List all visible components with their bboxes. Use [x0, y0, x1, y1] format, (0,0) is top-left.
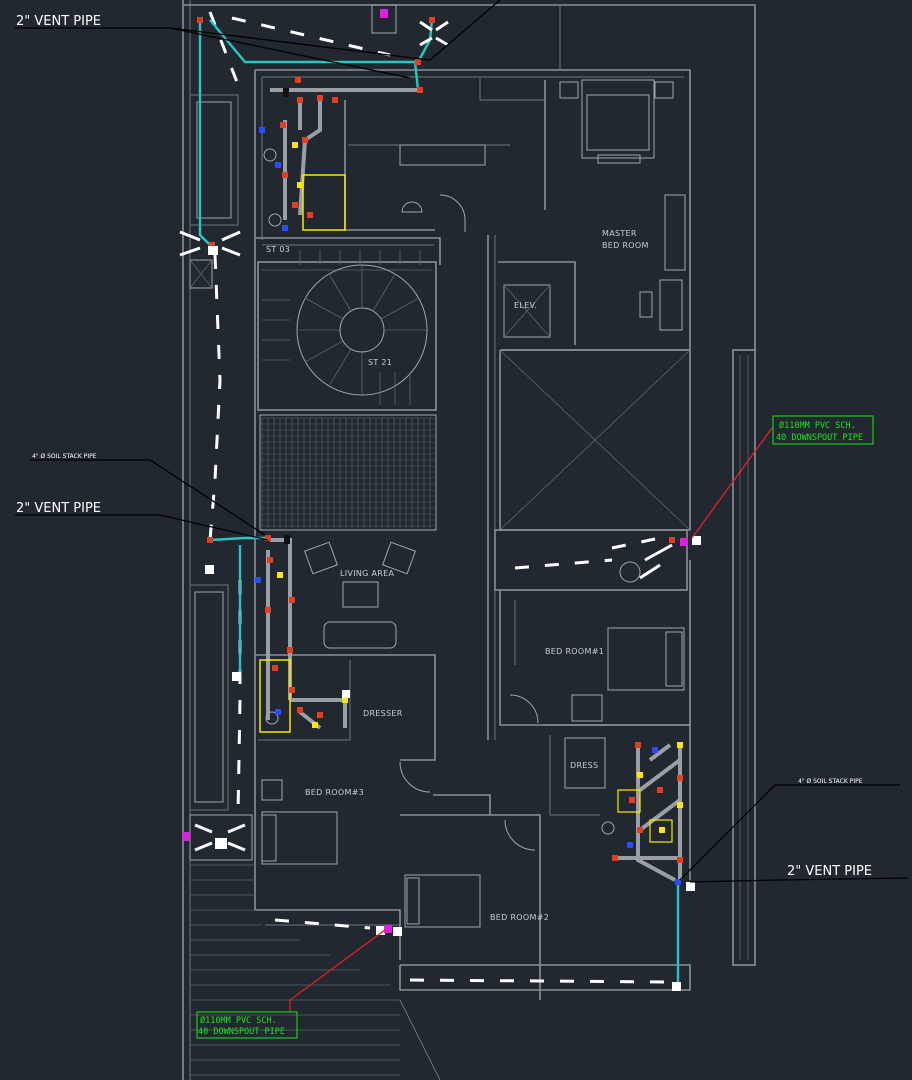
downspout-right-line1: Ø110MM PVC SCH.	[779, 420, 856, 431]
pipe-fittings	[197, 17, 683, 885]
fitting-marker	[332, 97, 338, 103]
leader-lines	[15, 0, 909, 1012]
building-walls	[182, 0, 756, 1080]
fitting-marker	[312, 722, 318, 728]
fitting-marker	[302, 137, 308, 143]
fitting-marker	[652, 747, 658, 753]
furniture	[261, 79, 686, 928]
fitting-marker	[317, 95, 323, 101]
room-label-bedroom2: BED ROOM#2	[490, 913, 549, 922]
fitting-marker	[417, 87, 423, 93]
fitting-marker	[267, 557, 273, 563]
room-label-master-bedroom: BED ROOM	[602, 241, 649, 250]
fitting-marker	[297, 707, 303, 713]
fitting-marker	[292, 142, 298, 148]
fitting-marker	[635, 742, 641, 748]
downspout-right-line2: 40 DOWNSPOUT PIPE	[776, 433, 863, 443]
fitting-marker	[677, 857, 683, 863]
fitting-marker	[675, 879, 681, 885]
fitting-marker	[292, 202, 298, 208]
fitting-marker	[627, 842, 633, 848]
downspout-bottom-line1: Ø110MM PVC SCH.	[200, 1015, 277, 1026]
fitting-marker	[629, 797, 635, 803]
room-label-elev: ELEV.	[514, 301, 537, 310]
fitting-marker	[612, 855, 618, 861]
fitting-marker	[659, 827, 665, 833]
fitting-marker	[265, 607, 271, 613]
room-label-bedroom1: BED ROOM#1	[545, 647, 604, 656]
soil-stack-label-right: 4" Ø SOIL STACK PIPE	[798, 778, 863, 785]
fitting-marker	[415, 59, 421, 65]
vent-pipe-label-top: 2" VENT PIPE	[16, 14, 101, 29]
fitting-marker	[297, 97, 303, 103]
floor-drains	[179, 20, 701, 991]
fitting-marker	[317, 712, 323, 718]
fitting-marker	[677, 742, 683, 748]
fitting-marker	[207, 537, 213, 543]
fitting-marker	[657, 787, 663, 793]
fitting-marker	[277, 572, 283, 578]
fitting-marker	[259, 127, 265, 133]
downspout-note-right: Ø110MM PVC SCH. 40 DOWNSPOUT PIPE	[772, 415, 874, 445]
fitting-marker	[637, 772, 643, 778]
stair-tag-a: ST 03	[266, 245, 290, 254]
vent-pipe-label-mid: 2" VENT PIPE	[16, 501, 101, 516]
stair-hatch-bottom	[190, 864, 400, 1076]
vent-pipe-label-right: 2" VENT PIPE	[787, 864, 872, 879]
fitting-marker	[272, 665, 278, 671]
fitting-marker	[255, 577, 261, 583]
fitting-marker	[289, 687, 295, 693]
downspout-bottom-line2: 40 DOWNSPOUT PIPE	[198, 1027, 285, 1037]
fitting-marker	[275, 709, 281, 715]
fitting-marker	[637, 827, 643, 833]
fitting-marker	[295, 77, 301, 83]
fitting-marker	[282, 225, 288, 231]
room-label-living: LIVING AREA	[340, 569, 394, 578]
fitting-marker	[297, 182, 303, 188]
spiral-staircase	[262, 250, 428, 405]
fitting-marker	[677, 775, 683, 781]
fitting-marker	[275, 162, 281, 168]
fitting-marker	[342, 697, 348, 703]
fitting-marker	[677, 802, 683, 808]
fitting-marker	[265, 535, 271, 541]
doors	[399, 194, 539, 851]
fitting-marker	[197, 17, 203, 23]
room-label-master: MASTER	[602, 229, 637, 238]
soil-pipes	[266, 88, 682, 882]
room-label-bedroom3: BED ROOM#3	[305, 788, 364, 797]
fitting-marker	[280, 122, 286, 128]
downspout-note-bottom: Ø110MM PVC SCH. 40 DOWNSPOUT PIPE	[196, 1011, 298, 1039]
fitting-marker	[307, 212, 313, 218]
fitting-marker	[209, 242, 215, 248]
fitting-marker	[669, 537, 675, 543]
fitting-marker	[287, 647, 293, 653]
stair-tag-b: ST 21	[368, 358, 392, 367]
room-label-dress: DRESS	[570, 761, 598, 770]
fitting-marker	[429, 17, 435, 23]
fitting-marker	[282, 172, 288, 178]
fitting-marker	[289, 597, 295, 603]
grid-hatch	[261, 417, 434, 528]
soil-stack-label-left: 4" Ø SOIL STACK PIPE	[32, 453, 97, 460]
plumbing-fixtures	[259, 148, 673, 843]
room-label-dresser: DRESSER	[363, 709, 403, 718]
